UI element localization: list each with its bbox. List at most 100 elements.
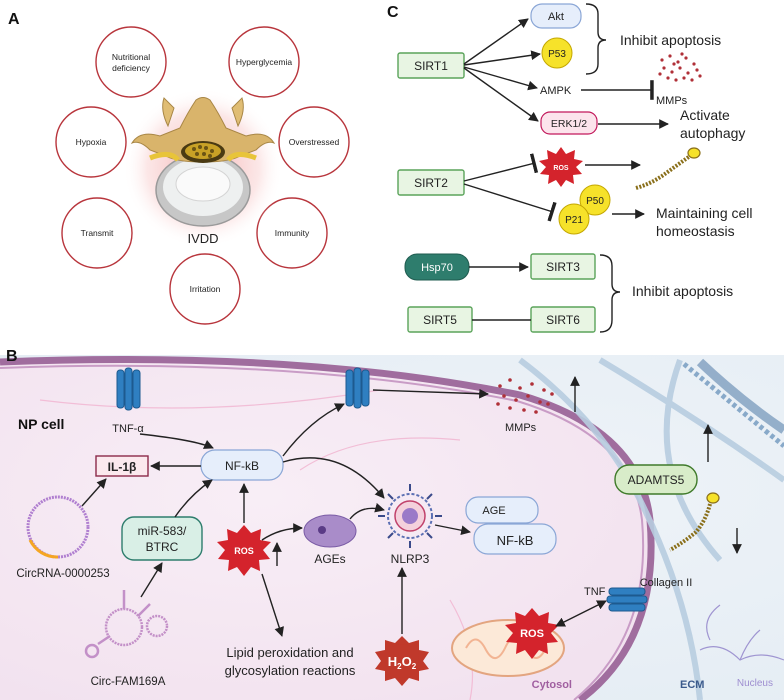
sirt2-label: SIRT2 xyxy=(414,176,448,190)
tnf-label: TNF xyxy=(584,586,606,598)
factor-transmit: Transmit xyxy=(81,228,114,238)
factor-circle-irritation xyxy=(169,253,241,325)
circrna-ring xyxy=(26,495,90,559)
mmps-dots-b xyxy=(496,378,554,414)
sirt6-label: SIRT6 xyxy=(546,313,580,327)
arrow-nfkb-receptor xyxy=(282,403,345,457)
arrow-sirt1-erk xyxy=(463,67,539,122)
autophagy-chain-c xyxy=(635,147,701,190)
sirt1-label: SIRT1 xyxy=(414,59,448,73)
p50-node xyxy=(579,184,611,216)
factor-circle-transmit xyxy=(61,197,133,269)
mmps-label-b: MMPs xyxy=(505,422,537,434)
factor-nutritional-line1: Nutritional xyxy=(112,52,150,62)
factor-hyperglycemia: Hyperglycemia xyxy=(236,57,292,67)
hsp70-label: Hsp70 xyxy=(421,262,453,274)
adamts5-label: ADAMTS5 xyxy=(628,473,685,487)
nucleus-label: Nucleus xyxy=(737,678,773,689)
circ-fam-structure xyxy=(84,590,169,659)
factor-circle-hyperglycemia xyxy=(228,26,300,98)
cytosol-label: Cytosol xyxy=(532,679,572,691)
ivdd-factor-circles xyxy=(55,26,350,325)
sirt3-box xyxy=(530,253,596,280)
arrow-nfkb-nlrp3 xyxy=(282,457,385,499)
arrow-circrna-il1b xyxy=(81,478,107,507)
ros-label-mito: ROS xyxy=(520,628,544,640)
lipid-line2: glycosylation reactions xyxy=(225,663,356,678)
ros-label-b: ROS xyxy=(234,546,254,556)
ages-blob xyxy=(303,514,357,548)
sirt2-box xyxy=(397,169,465,196)
inhibit-apoptosis-1-label: Inhibit apoptosis xyxy=(620,32,721,48)
nfkb2-label: NF-kB xyxy=(497,533,534,548)
arrow-tnfa-nfkb xyxy=(139,433,214,449)
factor-irritation: Irritation xyxy=(190,284,221,294)
inhibit-apoptosis-2-label: Inhibit apoptosis xyxy=(632,283,733,299)
receptor-mid xyxy=(345,367,370,409)
age-box xyxy=(465,496,539,524)
h2o2-o: O xyxy=(402,654,412,669)
tnf-receptor-top xyxy=(116,367,141,411)
inhibit-sirt2-p21 xyxy=(463,183,557,222)
factor-overstressed: Overstressed xyxy=(289,137,340,147)
il1b-label: IL-1β xyxy=(108,460,137,474)
brace-inhibit-apoptosis-2 xyxy=(599,254,621,333)
il1b-box xyxy=(95,455,149,477)
panel-b-label: B xyxy=(6,348,18,365)
collagen-chain xyxy=(669,492,720,552)
akt-label: Akt xyxy=(548,11,564,23)
ros-label-c: ROS xyxy=(553,165,569,172)
factor-circle-overstressed xyxy=(278,106,350,178)
ros-star-b xyxy=(217,525,271,576)
h2o2-sub2: 2 xyxy=(412,662,417,671)
vertebra-illustration xyxy=(123,88,283,248)
arrow-ages-nlrp3 xyxy=(349,502,385,520)
factor-immunity: Immunity xyxy=(275,228,310,238)
factor-circle-hypoxia xyxy=(55,106,127,178)
sirt1-box xyxy=(397,52,465,79)
activate-line2: autophagy xyxy=(680,125,745,141)
factor-nutritional-line2: deficiency xyxy=(112,63,151,73)
factor-circle-immunity xyxy=(256,197,328,269)
mirna-box xyxy=(121,516,203,561)
factor-hypoxia: Hypoxia xyxy=(76,137,107,147)
circrna-label: CircRNA-0000253 xyxy=(16,568,109,580)
lipid-line1: Lipid peroxidation and xyxy=(226,645,353,660)
circfam-label: Circ-FAM169A xyxy=(91,676,166,688)
mmps-label-c: MMPs xyxy=(656,95,688,107)
collagen-label: Collagen II xyxy=(640,577,693,589)
ros-star-mito xyxy=(505,608,559,659)
np-cell-label: NP cell xyxy=(18,416,64,432)
arrow-ros-tnf xyxy=(555,600,607,627)
ros-star-c xyxy=(539,147,583,187)
sirt3-label: SIRT3 xyxy=(546,260,580,274)
maintain-line1: Maintaining cell xyxy=(656,205,753,221)
activate-line1: Activate xyxy=(680,107,730,123)
p21-node xyxy=(558,203,590,235)
panel-a-label: A xyxy=(8,11,20,28)
inhibit-sirt2-ros xyxy=(463,153,539,182)
nfkb2-box xyxy=(473,523,557,555)
nfkb-label: NF-kB xyxy=(225,459,259,473)
arrow-mirna-nfkb xyxy=(174,479,213,518)
ecm-label: ECM xyxy=(680,679,704,691)
arrow-nlrp3-age xyxy=(434,524,471,536)
mirna-line2: BTRC xyxy=(146,540,179,554)
nucleus-fiber xyxy=(699,604,784,661)
arrow-ros-lipid xyxy=(261,573,284,637)
adamts5-box xyxy=(614,464,698,495)
age-label: AGE xyxy=(482,505,505,517)
h2o2-h: H xyxy=(388,654,397,669)
panel-c-label: C xyxy=(387,4,399,21)
nlrp3-label: NLRP3 xyxy=(391,552,430,566)
mirna-line1: miR-583/ xyxy=(138,524,187,538)
arrow-circfam-mirna xyxy=(140,562,163,598)
h2o2-sub1: 2 xyxy=(397,662,402,671)
ampk-label: AMPK xyxy=(540,85,572,97)
arrow-sirt1-akt xyxy=(463,18,529,65)
p53-node xyxy=(541,37,573,69)
arrow-sirt1-ampk xyxy=(463,66,538,91)
akt-box xyxy=(530,3,582,29)
arrow-sirt1-p53 xyxy=(463,50,541,66)
